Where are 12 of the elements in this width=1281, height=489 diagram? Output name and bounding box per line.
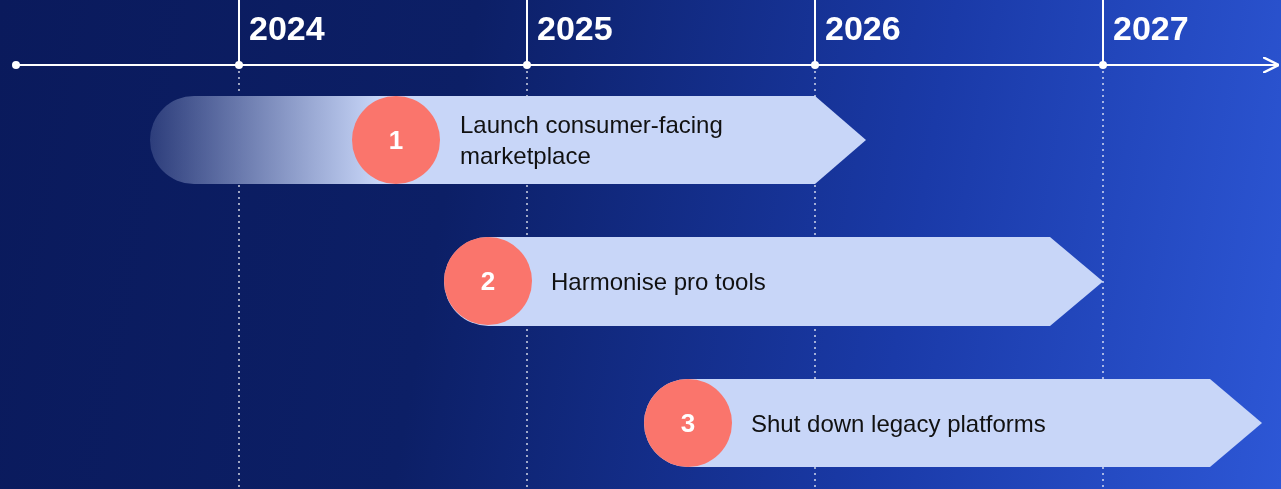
timeline-bar [150,96,866,184]
task-label: Launch consumer-facing marketplace [460,110,724,171]
task-label: Shut down legacy platforms [751,408,1047,439]
timeline-bar [444,237,1103,326]
step-number: 3 [644,379,732,467]
timeline-bar [644,379,1262,467]
step-number: 2 [444,237,532,325]
year-label: 2027 [1113,8,1189,48]
year-label: 2025 [537,8,613,48]
year-label: 2026 [825,8,901,48]
year-label: 2024 [249,8,325,48]
task-label: Harmonise pro tools [551,267,767,297]
